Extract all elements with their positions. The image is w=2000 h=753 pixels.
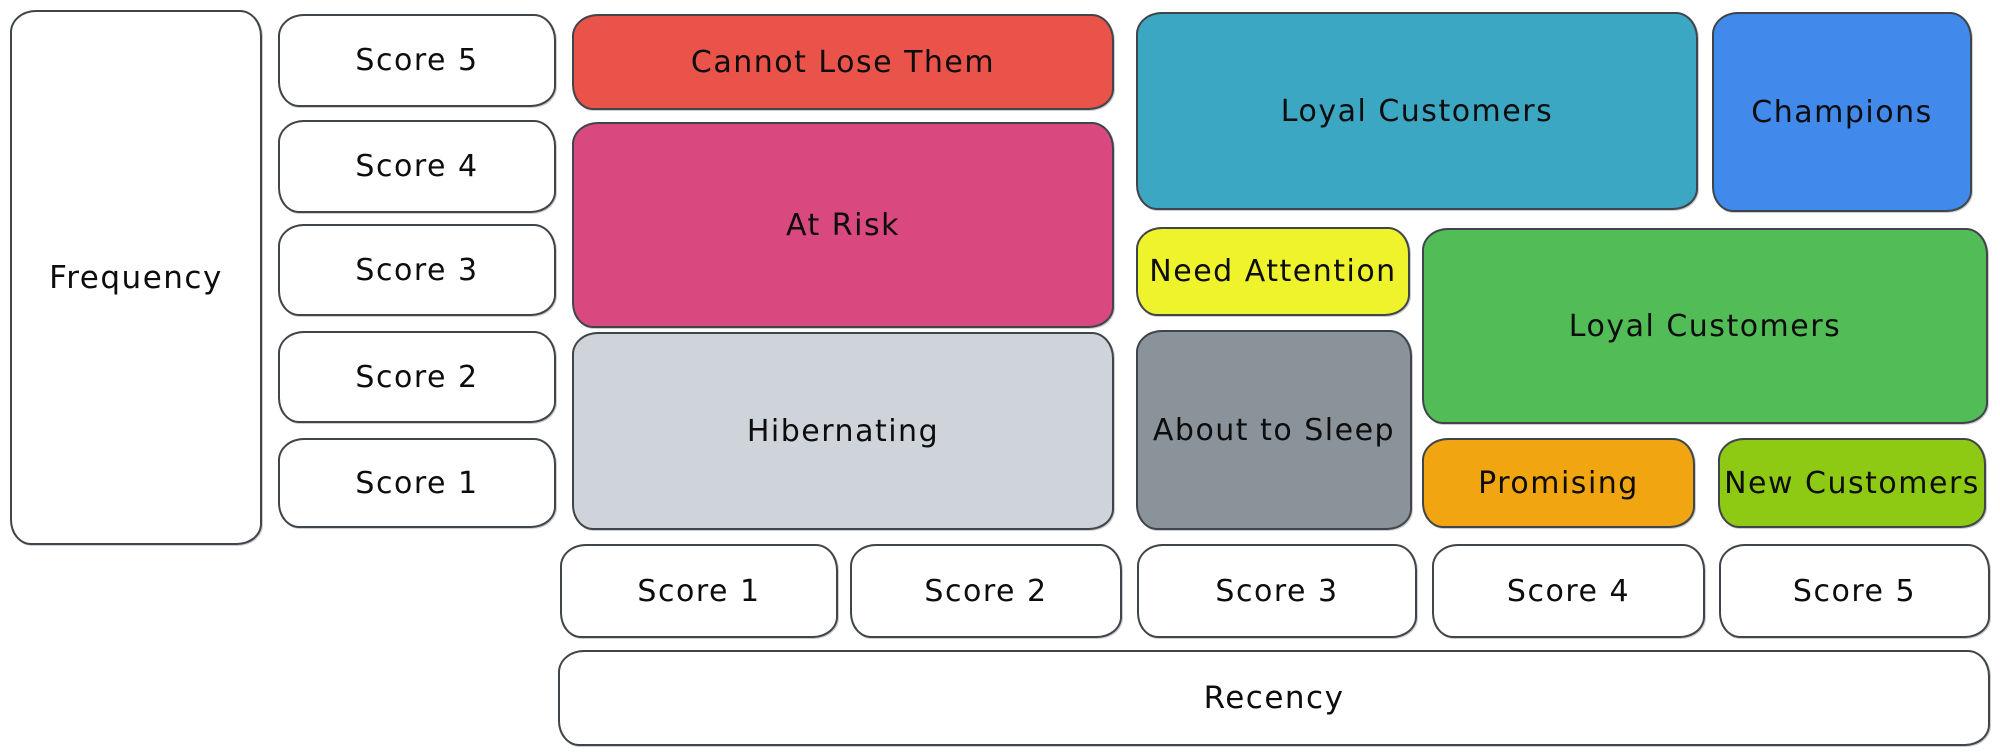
segment-new-customers: New Customers: [1718, 438, 1986, 528]
frequency-score-1: Score 1: [278, 438, 556, 528]
segment-hibernating-label: Hibernating: [746, 413, 940, 449]
segment-about-to-sleep: About to Sleep: [1136, 330, 1412, 530]
frequency-score-1-label: Score 1: [355, 465, 479, 501]
segment-cannot-lose-them-label: Cannot Lose Them: [690, 44, 996, 80]
frequency-axis-label-box: Frequency: [10, 10, 262, 545]
segment-loyal-customers-green: Loyal Customers: [1422, 228, 1988, 424]
recency-score-2: Score 2: [850, 544, 1122, 638]
segment-loyal-customers-green-label: Loyal Customers: [1568, 308, 1842, 344]
segment-champions-label: Champions: [1751, 94, 1933, 130]
segment-need-attention: Need Attention: [1136, 227, 1410, 316]
frequency-score-3-label: Score 3: [355, 252, 479, 288]
frequency-axis-label: Frequency: [49, 259, 223, 296]
recency-score-2-label: Score 2: [924, 573, 1048, 609]
recency-score-1-label: Score 1: [637, 573, 761, 609]
frequency-score-2: Score 2: [278, 331, 556, 423]
recency-score-3: Score 3: [1137, 544, 1417, 638]
recency-score-4: Score 4: [1432, 544, 1705, 638]
segment-about-to-sleep-label: About to Sleep: [1152, 412, 1396, 448]
segment-loyal-customers-teal-label: Loyal Customers: [1280, 93, 1554, 129]
segment-promising: Promising: [1422, 438, 1695, 528]
recency-score-4-label: Score 4: [1506, 573, 1631, 609]
frequency-score-4-label: Score 4: [355, 149, 479, 184]
recency-axis-label-box: Recency: [558, 650, 1990, 746]
frequency-score-4: Score 4: [278, 120, 556, 213]
recency-score-3-label: Score 3: [1215, 573, 1339, 609]
recency-score-5-label: Score 5: [1792, 573, 1917, 609]
segment-hibernating: Hibernating: [572, 332, 1114, 530]
frequency-score-2-label: Score 2: [355, 359, 479, 395]
segment-loyal-customers-teal: Loyal Customers: [1136, 12, 1698, 210]
segment-need-attention-label: Need Attention: [1149, 254, 1397, 289]
frequency-score-3: Score 3: [278, 224, 556, 316]
segment-promising-label: Promising: [1478, 465, 1639, 501]
segment-new-customers-label: New Customers: [1724, 465, 1980, 501]
recency-axis-label: Recency: [1203, 680, 1345, 716]
segment-cannot-lose-them: Cannot Lose Them: [572, 14, 1114, 110]
segment-at-risk-label: At Risk: [786, 207, 900, 243]
recency-score-5: Score 5: [1719, 544, 1990, 638]
frequency-score-5: Score 5: [278, 14, 556, 107]
segment-champions: Champions: [1712, 12, 1972, 212]
segment-at-risk: At Risk: [572, 122, 1114, 328]
recency-score-1: Score 1: [560, 544, 838, 638]
frequency-score-5-label: Score 5: [355, 43, 479, 78]
